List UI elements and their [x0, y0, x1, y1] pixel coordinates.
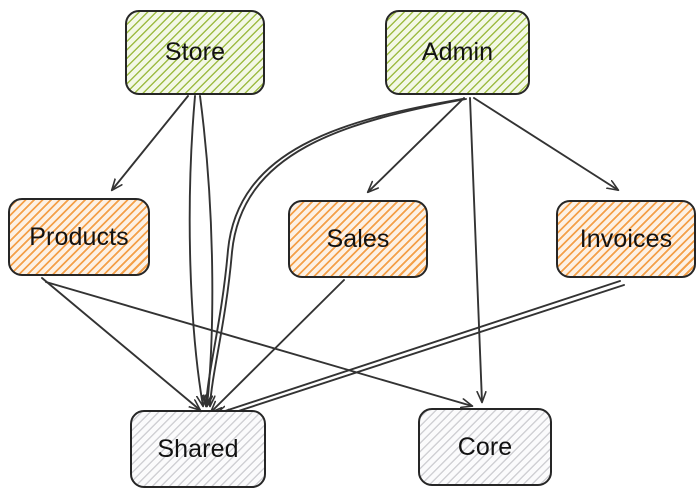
node-invoices[interactable]: Invoices — [556, 200, 696, 278]
edge-invoices-to-shared — [220, 284, 625, 417]
edge-admin-to-products — [206, 98, 463, 406]
node-products[interactable]: Products — [8, 198, 150, 276]
edge-invoices-to-shared — [216, 280, 621, 414]
node-label-store: Store — [164, 38, 226, 66]
node-label-admin: Admin — [421, 38, 494, 66]
node-store[interactable]: Store — [125, 10, 265, 95]
node-sales[interactable]: Sales — [288, 200, 428, 278]
edge-products-to-core — [45, 281, 472, 406]
edge-admin-to-sales — [368, 97, 465, 192]
edge-admin-to-invoices — [473, 97, 618, 190]
edge-admin-to-core — [469, 97, 482, 402]
edge-products-to-shared — [41, 277, 200, 410]
edge-sales-to-shared — [211, 279, 345, 412]
node-core[interactable]: Core — [418, 408, 552, 486]
node-shared[interactable]: Shared — [130, 410, 266, 488]
edges-group — [41, 95, 625, 417]
node-label-invoices: Invoices — [579, 224, 673, 253]
node-label-products: Products — [29, 222, 129, 251]
edge-admin-to-shared — [210, 98, 467, 406]
node-label-core: Core — [457, 432, 513, 461]
node-admin[interactable]: Admin — [385, 10, 530, 95]
edge-store-to-products — [112, 95, 189, 190]
node-label-sales: Sales — [326, 224, 390, 253]
edge-store-to-shared — [199, 95, 214, 406]
node-label-shared: Shared — [157, 434, 239, 463]
edge-store-to-shared — [188, 95, 203, 406]
